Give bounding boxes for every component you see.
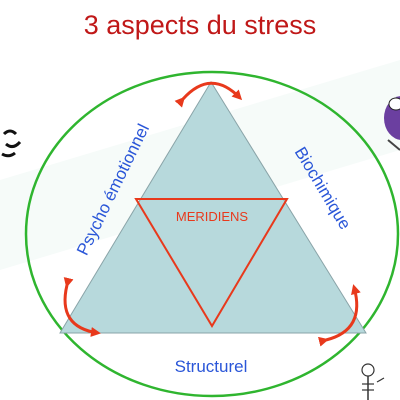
curved-double-arrow-right-icon [317,284,361,347]
outer-circle [24,70,400,398]
meridiens-label: MERIDIENS [176,209,249,224]
curved-double-arrow-top-icon [174,81,243,108]
main-triangle [59,81,367,334]
side-label-bottom: Structurel [175,357,248,376]
skeleton-icon [361,363,385,400]
right-edge-clipart [384,96,400,151]
meridiens-triangle [134,198,289,328]
diagram-title: 3 aspects du stress [84,10,317,40]
left-edge-clipart [1,129,22,158]
curved-double-arrow-left-icon [63,277,101,337]
